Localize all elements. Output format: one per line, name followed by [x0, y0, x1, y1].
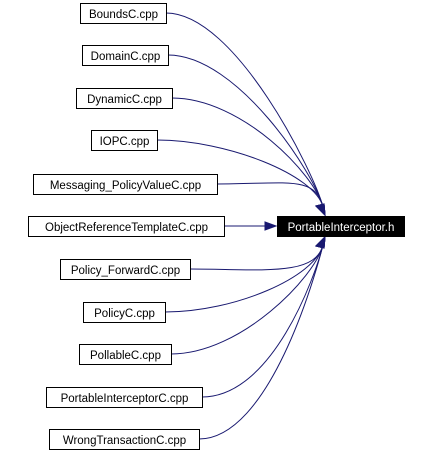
node-label: WrongTransactionC.cpp: [63, 435, 186, 447]
dependency-edge: [198, 244, 324, 440]
node-label: PortableInterceptorC.cpp: [61, 393, 189, 405]
source-file-node[interactable]: PollableC.cpp: [79, 344, 172, 365]
source-file-node[interactable]: BoundsC.cpp: [80, 3, 167, 24]
source-file-node[interactable]: PolicyC.cpp: [83, 302, 166, 323]
dependency-edge: [156, 139, 324, 208]
dependency-edge: [170, 244, 324, 355]
dependency-edges: [156, 12, 326, 440]
dependency-edge: [164, 244, 324, 313]
dependency-edge: [189, 244, 324, 271]
node-label: BoundsC.cpp: [89, 9, 158, 21]
dependency-nodes: BoundsC.cppDomainC.cppDynamicC.cppIOPC.c…: [28, 3, 405, 450]
dependency-edge: [167, 54, 324, 208]
dependency-edge: [216, 182, 324, 208]
node-box: [33, 174, 218, 195]
node-box: [80, 3, 167, 24]
source-file-node[interactable]: WrongTransactionC.cpp: [49, 429, 200, 450]
source-file-node[interactable]: IOPC.cpp: [91, 130, 158, 151]
node-label: Policy_ForwardC.cpp: [71, 265, 180, 277]
dependency-edge: [171, 97, 324, 208]
source-file-node[interactable]: PortableInterceptorC.cpp: [46, 387, 203, 408]
target-box: [277, 216, 405, 237]
target-label: PortableInterceptor.h: [288, 222, 395, 234]
dependency-edge: [201, 244, 324, 398]
node-label: Messaging_PolicyValueC.cpp: [50, 180, 201, 192]
node-box: [83, 302, 166, 323]
source-file-node[interactable]: ObjectReferenceTemplateC.cpp: [28, 216, 225, 237]
node-box: [28, 216, 225, 237]
arrowhead: [315, 203, 326, 217]
arrowhead: [264, 221, 278, 231]
arrowhead: [315, 235, 326, 249]
node-label: DomainC.cpp: [91, 51, 161, 63]
node-box: [49, 429, 200, 450]
target-header-node: PortableInterceptor.h: [277, 216, 405, 237]
node-label: PolicyC.cpp: [94, 308, 155, 320]
node-box: [76, 88, 173, 109]
node-label: PollableC.cpp: [90, 350, 161, 362]
dependency-edge: [165, 12, 324, 208]
node-box: [82, 45, 169, 66]
node-box: [91, 130, 158, 151]
source-file-node[interactable]: Policy_ForwardC.cpp: [60, 259, 191, 280]
node-box: [79, 344, 172, 365]
node-label: IOPC.cpp: [100, 136, 150, 148]
source-file-node[interactable]: Messaging_PolicyValueC.cpp: [33, 174, 218, 195]
source-file-node[interactable]: DynamicC.cpp: [76, 88, 173, 109]
node-box: [60, 259, 191, 280]
source-file-node[interactable]: DomainC.cpp: [82, 45, 169, 66]
node-box: [46, 387, 203, 408]
node-label: DynamicC.cpp: [87, 94, 162, 106]
node-label: ObjectReferenceTemplateC.cpp: [45, 222, 208, 234]
